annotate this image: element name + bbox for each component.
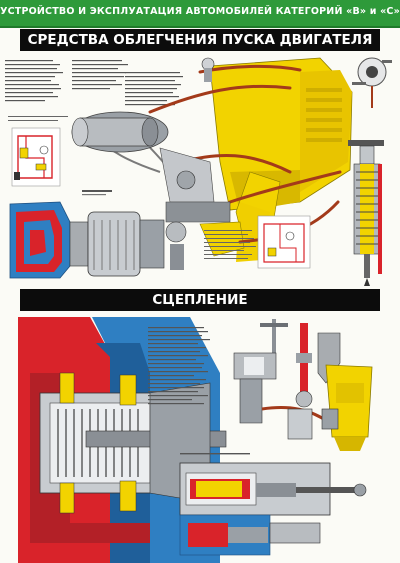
- fuel-valve: [201, 57, 215, 82]
- section-title-clutch-text: СЦЕПЛЕНИЕ: [152, 292, 248, 308]
- heater-electrical-schematic: [8, 116, 68, 187]
- clutch-illustration: [18, 317, 373, 563]
- heater-circuit-schematic: [204, 215, 311, 269]
- clutch-pedal-linkage: [233, 319, 341, 440]
- section-title-clutch: СЦЕПЛЕНИЕ: [20, 289, 380, 311]
- poster-header-title: УСТРОЙСТВО И ЭКСПЛУАТАЦИЯ АВТОМОБИЛЕЙ КА…: [0, 6, 400, 17]
- clutch-legend: [148, 327, 210, 405]
- clutch-slave-cylinder: [179, 453, 367, 556]
- pre-heater-cutaway: [9, 190, 187, 279]
- section-title-engine-start: СРЕДСТВА ОБЛЕГЧЕНИЯ ПУСКА ДВИГАТЕЛЯ: [20, 29, 380, 51]
- engine-start-illustration: [5, 57, 392, 286]
- section-title-engine-start-text: СРЕДСТВА ОБЛЕГЧЕНИЯ ПУСКА ДВИГАТЕЛЯ: [27, 32, 373, 48]
- header-bar: УСТРОЙСТВО И ЭКСПЛУАТАЦИЯ АВТОМОБИЛЕЙ КА…: [0, 0, 400, 28]
- clutch-housing-yellow: [321, 364, 373, 451]
- engine-start-legend-left: [5, 60, 183, 106]
- pre-heater-unit: [71, 111, 231, 223]
- glow-plug: [348, 140, 384, 286]
- control-switch: [352, 57, 392, 108]
